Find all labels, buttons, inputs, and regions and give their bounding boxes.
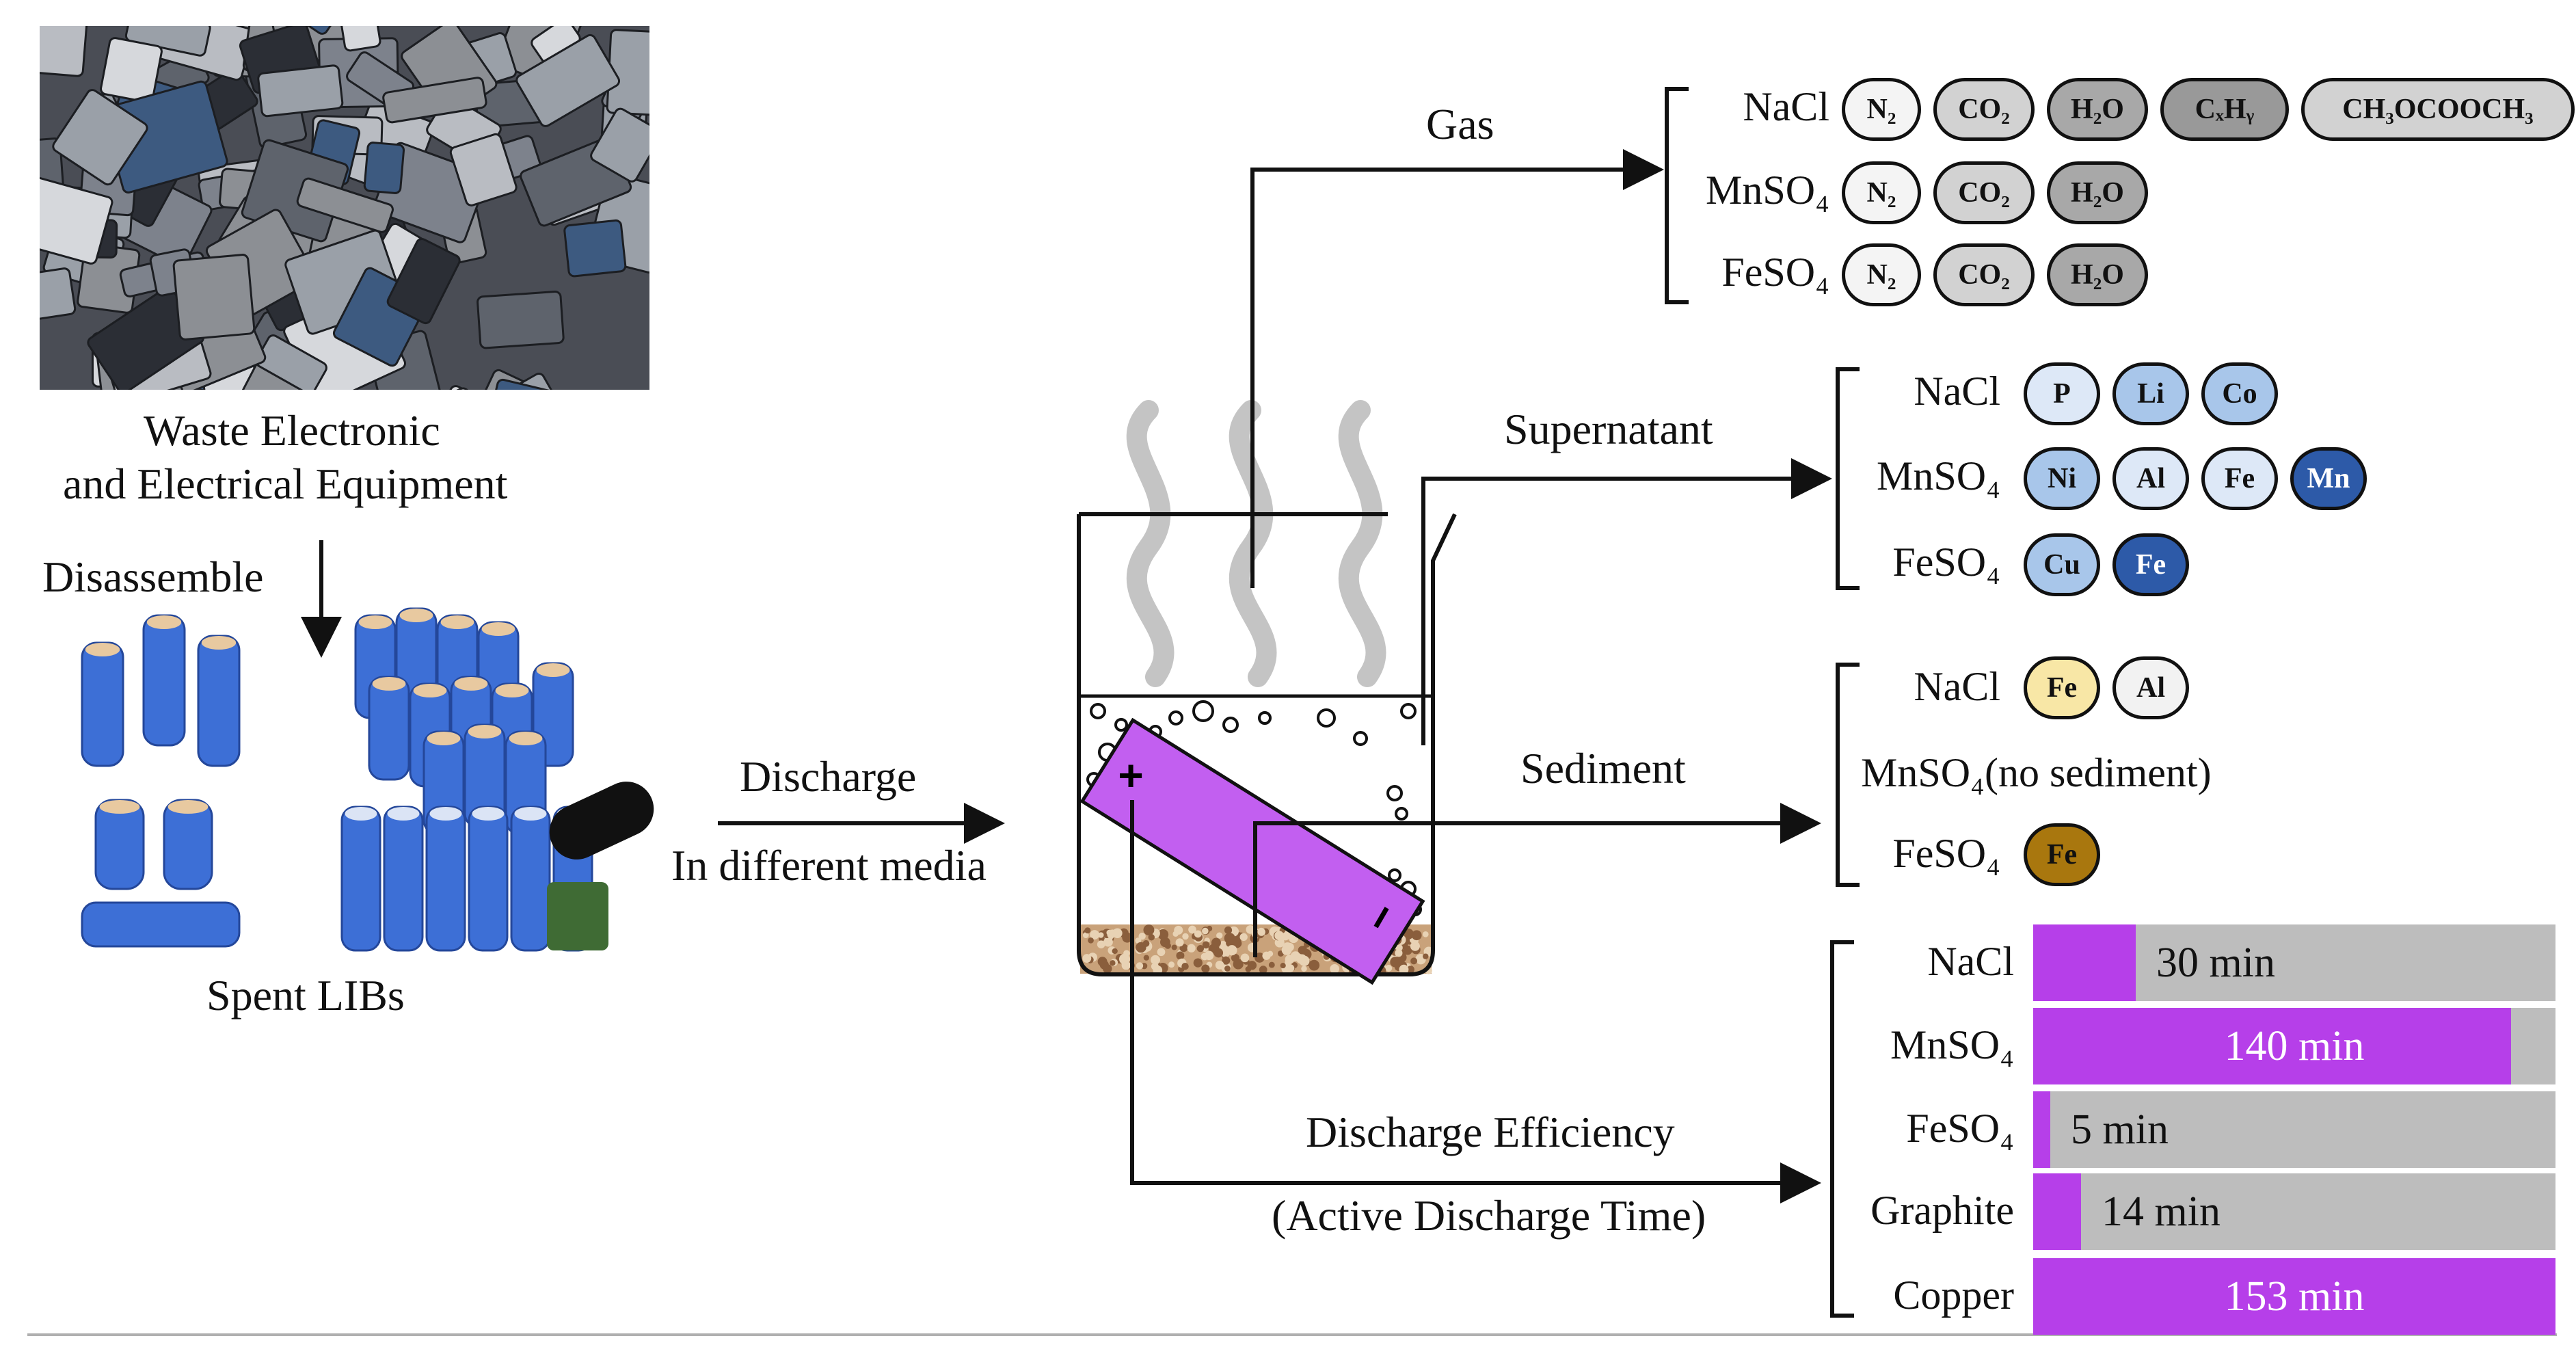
batteries-photo xyxy=(68,602,684,964)
supernatant-species-bubble: Fe xyxy=(2112,533,2189,596)
efficiency-title-line2: (Active Discharge Time) xyxy=(1272,1191,1706,1240)
supernatant-title: Supernatant xyxy=(1504,405,1713,453)
sediment-species-bubble: Fe xyxy=(2024,823,2100,886)
supernatant-arrow xyxy=(1421,458,1832,745)
gas-medium-label: FeSO₄ xyxy=(1721,250,1829,295)
efficiency-bar-fill xyxy=(2033,1091,2050,1168)
sediment-medium-label: FeSO₄ xyxy=(1892,831,2000,876)
gas-species-bubble: H₂O xyxy=(2047,78,2148,141)
efficiency-bar: 140 min xyxy=(2033,1008,2555,1084)
disassemble-label: Disassemble xyxy=(42,552,264,601)
efficiency-medium-label: NaCl xyxy=(1927,939,2014,984)
efficiency-bar-fill xyxy=(2033,924,2136,1001)
supernatant-bracket xyxy=(1836,367,1860,590)
gas-species-bubble: CₓHᵧ xyxy=(2160,78,2289,141)
gas-species-bubble: CO₂ xyxy=(1933,243,2035,306)
supernatant-species-bubble: Ni xyxy=(2024,447,2100,510)
gas-species-bubble: H₂O xyxy=(2047,161,2148,224)
gas-species-bubble: N₂ xyxy=(1842,161,1921,224)
efficiency-bar-fill xyxy=(2033,1258,2555,1335)
sediment-bracket xyxy=(1836,663,1860,887)
efficiency-bar-fill xyxy=(2033,1173,2081,1250)
efficiency-bar-fill xyxy=(2033,1008,2511,1084)
sediment-title: Sediment xyxy=(1520,744,1686,793)
efficiency-bar: 30 min xyxy=(2033,924,2555,1001)
gas-species-bubble: CO₂ xyxy=(1933,161,2035,224)
gas-species-bubble: CH₃OCOOCH₃ xyxy=(2301,78,2575,141)
efficiency-bar-value: 140 min xyxy=(2224,1022,2365,1069)
supernatant-medium-label: FeSO₄ xyxy=(1892,540,2000,585)
supernatant-species-bubble: Cu xyxy=(2024,533,2100,596)
gas-species-bubble: H₂O xyxy=(2047,243,2148,306)
ewaste-photo xyxy=(40,26,649,390)
sediment-arrow xyxy=(1253,803,1821,957)
efficiency-bar-value: 30 min xyxy=(2156,939,2275,986)
supernatant-medium-label: MnSO₄ xyxy=(1877,453,2000,498)
efficiency-title-line1: Discharge Efficiency xyxy=(1306,1108,1675,1156)
gas-bracket xyxy=(1665,87,1689,304)
supernatant-species-bubble: P xyxy=(2024,362,2100,425)
battery-electrode xyxy=(1079,717,1425,985)
efficiency-medium-label: Graphite xyxy=(1870,1188,2014,1233)
weee-label-line1: Waste Electronic xyxy=(144,406,440,455)
supernatant-species-bubble: Fe xyxy=(2201,447,2278,510)
gas-medium-label: MnSO₄ xyxy=(1706,168,1829,213)
efficiency-medium-label: Copper xyxy=(1893,1273,2014,1318)
spent-libs-label: Spent LIBs xyxy=(206,971,405,1020)
efficiency-arrow xyxy=(1130,800,1821,1203)
efficiency-medium-label: FeSO₄ xyxy=(1906,1106,2014,1151)
gas-fumes xyxy=(1126,400,1386,687)
beaker: + − xyxy=(1077,512,1457,985)
efficiency-bar: 5 min xyxy=(2033,1091,2555,1168)
efficiency-bar: 14 min xyxy=(2033,1173,2555,1250)
supernatant-species-bubble: Li xyxy=(2112,362,2189,425)
efficiency-bar-value: 153 min xyxy=(2224,1273,2365,1320)
efficiency-bar-value: 5 min xyxy=(2071,1106,2169,1153)
gas-arrow xyxy=(1250,149,1664,588)
efficiency-bracket xyxy=(1830,940,1854,1318)
positive-terminal-sign: + xyxy=(1118,751,1143,800)
weee-label-line2: and Electrical Equipment xyxy=(63,460,508,508)
spent-batteries-image xyxy=(81,607,654,952)
supernatant-species-bubble: Mn xyxy=(2290,447,2367,510)
sediment-medium-label: MnSO₄(no sediment) xyxy=(1861,750,2212,795)
efficiency-medium-label: MnSO₄ xyxy=(1890,1022,2014,1067)
supernatant-species-bubble: Co xyxy=(2201,362,2278,425)
discharge-label: Discharge xyxy=(740,752,917,801)
supernatant-medium-label: NaCl xyxy=(1914,369,2000,414)
efficiency-bar: 153 min xyxy=(2033,1258,2555,1335)
supernatant-species-bubble: Al xyxy=(2112,447,2189,510)
gas-species-bubble: N₂ xyxy=(1842,78,1921,141)
sediment-species-bubble: Fe xyxy=(2024,656,2100,719)
gas-species-bubble: CO₂ xyxy=(1933,78,2035,141)
sediment-medium-label: NaCl xyxy=(1914,664,2000,709)
gas-species-bubble: N₂ xyxy=(1842,243,1921,306)
efficiency-bar-value: 14 min xyxy=(2102,1188,2221,1235)
gas-title: Gas xyxy=(1426,100,1494,148)
gas-medium-label: NaCl xyxy=(1743,84,1829,129)
ewaste-pile-image xyxy=(40,26,649,390)
sediment-species-bubble: Al xyxy=(2112,656,2189,719)
media-label: In different media xyxy=(671,841,987,890)
